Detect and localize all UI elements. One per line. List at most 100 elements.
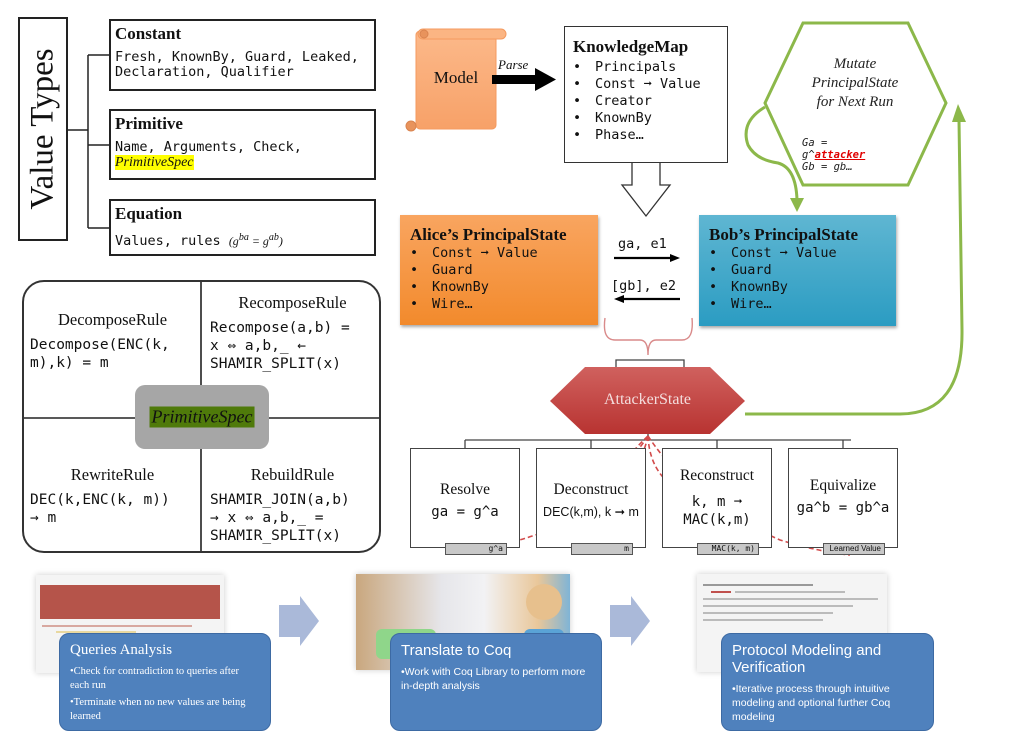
desc-line: Declaration, Qualifier <box>115 64 294 80</box>
flow-arrow-1 <box>279 596 319 646</box>
list-item-text: Guard <box>432 262 473 278</box>
desc-line: Name, Arguments, Check, <box>115 139 302 155</box>
value-type-equation: Equation Values, rules (gba = gab) <box>109 199 376 256</box>
knowledge-map-title: KnowledgeMap <box>573 37 689 56</box>
rule-code: DEC(k,ENC(k, m)) → m <box>30 491 195 527</box>
feedback-arrow-to-mutate <box>745 119 964 416</box>
rule-code: Recompose(a,b) = x ⇔ a,b,_ ← SHAMIR_SPLI… <box>210 319 375 373</box>
text-line <box>42 625 192 627</box>
desc-line: Fresh, KnownBy, Guard, Leaked, <box>115 49 359 65</box>
mutate-title-line: PrincipalState <box>811 75 899 91</box>
parse-arrow <box>492 68 556 91</box>
mutate-title: Mutate PrincipalState for Next Run <box>795 55 915 112</box>
value-type-title: Equation <box>115 204 183 223</box>
action-tag-resolve: g^a <box>445 543 507 555</box>
value-types-title: Value Types <box>24 48 61 210</box>
flow-arrow-2 <box>610 596 650 646</box>
list-item: •Guard <box>410 262 473 278</box>
list-item: •Const ➞ Value <box>410 245 538 261</box>
action-tag-equivalize: Learned Value <box>823 543 885 555</box>
pipeline-card-queries: Queries Analysis •Check for contradictio… <box>59 633 271 731</box>
text-line <box>703 612 833 614</box>
list-item: •Creator <box>573 93 652 109</box>
rule-code: Decompose(ENC(k, m),k) = m <box>30 336 195 372</box>
message-arrow-left <box>614 295 680 303</box>
text-line <box>703 619 823 621</box>
action-reconstruct: Reconstruct k, m ➞ MAC(k,m) <box>662 448 772 548</box>
code-line: Decompose(ENC(k, <box>30 337 170 353</box>
alice-principal-state: Alice’s PrincipalState •Const ➞ Value •G… <box>400 215 598 325</box>
value-type-title: Constant <box>115 24 182 43</box>
list-item-text: Phase… <box>595 127 644 143</box>
attacker-state-label: AttackerState <box>603 391 692 408</box>
list-item-text: Const ➞ Value <box>595 76 701 92</box>
card-bullets: •Iterative process through intuitive mod… <box>732 682 923 724</box>
text-line <box>703 598 878 600</box>
code-line: → m <box>30 510 57 526</box>
code-line: k, m ➞ <box>691 494 743 510</box>
bob-principal-state: Bob’s PrincipalState •Const ➞ Value •Gua… <box>699 215 896 326</box>
attacker-state-shape <box>550 367 745 434</box>
primitive-spec-label: PrimitiveSpec <box>149 406 255 428</box>
value-type-desc: Name, Arguments, Check, PrimitiveSpec <box>115 140 370 170</box>
card-bullets: •Check for contradiction to queries afte… <box>70 665 260 724</box>
rules-dividers <box>23 281 380 552</box>
rule-title: RewriteRule <box>70 465 155 484</box>
value-types-label: Value Types <box>18 17 68 241</box>
code-line: → x ⇔ a,b,_ = <box>210 510 324 526</box>
code-line: SHAMIR_SPLIT(x) <box>210 356 341 372</box>
card-bullets: •Work with Coq Library to perform more i… <box>401 665 591 693</box>
code-line: SHAMIR_JOIN(a,b) <box>210 492 350 508</box>
action-title: Resolve <box>440 481 490 498</box>
rule-title: RebuildRule <box>250 465 335 484</box>
value-types-bracket <box>68 54 109 229</box>
bob-list: •Const ➞ Value •Guard •KnownBy •Wire… <box>709 245 886 313</box>
action-code: ga = g^a <box>431 504 499 520</box>
action-title: Reconstruct <box>679 467 755 484</box>
list-item: •KnownBy <box>410 279 489 295</box>
card-bullet: •Iterative process through intuitive mod… <box>732 683 891 723</box>
mutate-hexagon <box>763 21 948 187</box>
text-line <box>711 591 731 593</box>
rule-title: DecomposeRule <box>57 310 168 329</box>
list-item: •Guard <box>709 262 772 278</box>
mutate-title-line: Mutate <box>833 56 877 72</box>
action-code: ga^b = gb^a <box>796 500 890 516</box>
rule-recompose: RecomposeRule Recompose(a,b) = x ⇔ a,b,_… <box>210 293 375 373</box>
illustration-shape <box>526 584 562 620</box>
attacker-observes-brace <box>603 317 693 356</box>
text-line <box>735 591 845 593</box>
knowledge-map-list: •Principals •Const ➞ Value •Creator •Kno… <box>573 59 719 144</box>
card-title: Queries Analysis <box>70 642 173 658</box>
text-line <box>56 631 136 633</box>
code-line: Recompose(a,b) = <box>210 320 350 336</box>
mutate-to-bob-arrow <box>744 105 799 201</box>
code-line: m),k) = m <box>30 355 109 371</box>
pipeline-card-coq: Translate to Coq •Work with Coq Library … <box>390 633 602 731</box>
action-title: Equivalize <box>809 477 877 494</box>
list-item-text: KnownBy <box>432 279 489 295</box>
action-deconstruct: Deconstruct DEC(k,m), k ➞ m <box>536 448 646 548</box>
message-label-ga-e1: ga, e1 <box>618 236 667 252</box>
code-line: MAC(k,m) <box>683 512 751 528</box>
card-title: Translate to Coq <box>401 642 512 659</box>
list-item-text: Principals <box>595 59 677 75</box>
message-label-gb-e2: [gb], e2 <box>611 278 677 294</box>
code-line: x ⇔ a,b,_ ← <box>210 338 307 354</box>
primitive-spec-highlight: PrimitiveSpec <box>115 155 194 170</box>
model-label: Model <box>433 68 479 87</box>
list-item: •Principals <box>573 59 677 75</box>
rule-rebuild: RebuildRule SHAMIR_JOIN(a,b) → x ⇔ a,b,_… <box>210 465 375 545</box>
equation-math: (gba = gab) <box>228 232 283 248</box>
list-item: •KnownBy <box>573 110 652 126</box>
action-resolve: Resolve ga = g^a <box>410 448 520 548</box>
attacker-top-connector <box>615 359 685 368</box>
value-type-desc: Fresh, KnownBy, Guard, Leaked, Declarati… <box>115 50 370 80</box>
action-code: k, m ➞ MAC(k,m) <box>663 493 771 529</box>
mutate-code-line: g^attacker <box>802 149 865 161</box>
list-item: •Phase… <box>573 127 644 143</box>
rules-panel <box>22 280 381 553</box>
card-bullet: •Terminate when no new values are being … <box>70 697 246 722</box>
value-type-desc: Values, rules (gba = gab) <box>115 230 370 249</box>
alice-title: Alice’s PrincipalState <box>410 225 567 244</box>
